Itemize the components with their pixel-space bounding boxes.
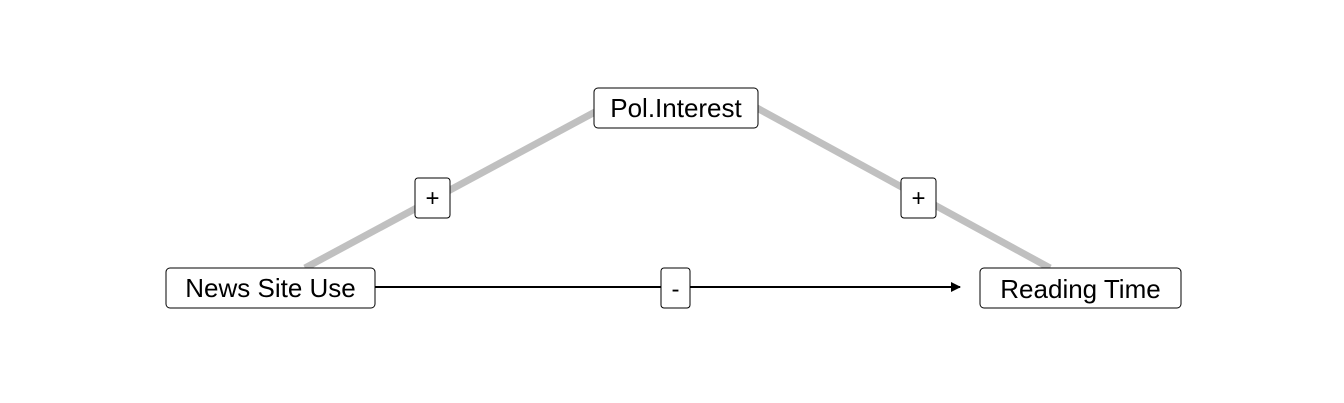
sign-label-interest-to-reading: + xyxy=(900,177,937,219)
sign-text-news-to-reading: - xyxy=(672,276,680,303)
node-reading-time-label: Reading Time xyxy=(1000,274,1160,304)
node-reading-time: Reading Time xyxy=(979,267,1182,309)
node-pol-interest-label: Pol.Interest xyxy=(610,93,742,123)
node-news-site-use: News Site Use xyxy=(165,267,376,309)
sign-text-news-to-interest: + xyxy=(425,185,439,212)
node-pol-interest: Pol.Interest xyxy=(593,87,759,129)
sign-text-interest-to-reading: + xyxy=(911,185,925,212)
sign-label-news-to-interest: + xyxy=(414,177,451,219)
node-news-site-use-label: News Site Use xyxy=(185,273,356,303)
sign-label-news-to-reading: - xyxy=(660,267,691,309)
